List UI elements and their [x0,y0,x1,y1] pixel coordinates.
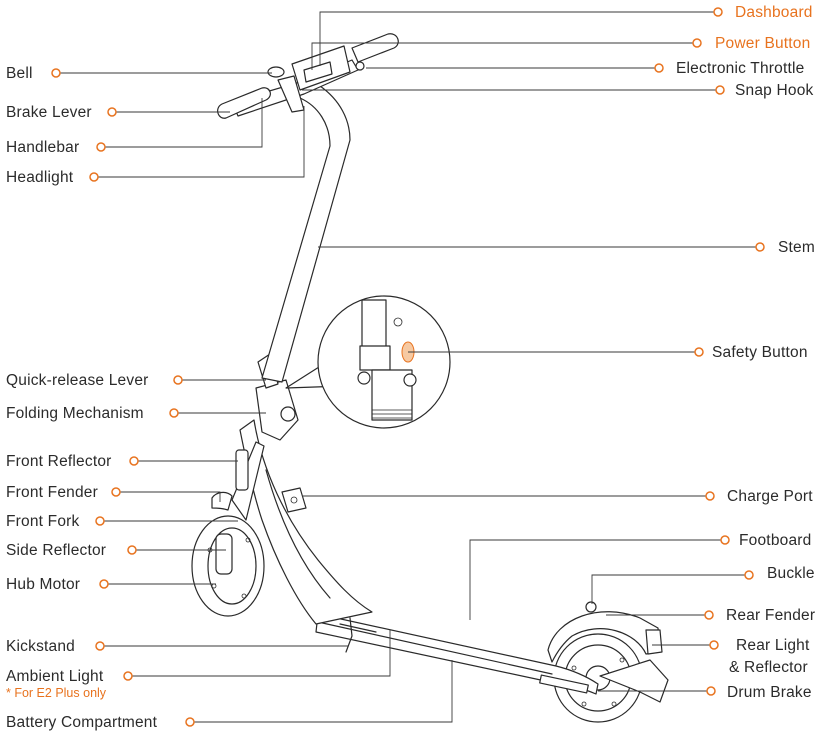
label-brake-lever: Brake Lever [6,104,92,121]
left-labels: Bell Brake Lever Handlebar Headlight Qui… [6,65,158,731]
safety-button-inset [285,295,451,429]
label-front-fork: Front Fork [6,513,80,530]
label-stem: Stem [778,239,815,256]
label-snap-hook: Snap Hook [735,82,814,99]
label-rear-fender: Rear Fender [726,607,815,624]
label-rear-light-line1: Rear Light [736,637,810,654]
label-headlight: Headlight [6,169,74,186]
label-hub-motor: Hub Motor [6,576,80,593]
right-labels: Dashboard Power Button Electronic Thrott… [676,4,815,701]
label-kickstand: Kickstand [6,638,75,655]
front-fender-shape [211,491,233,511]
label-front-fender: Front Fender [6,484,98,501]
label-charge-port: Charge Port [727,488,813,505]
leader-lines [56,11,760,723]
right-grip [351,33,399,63]
label-handlebar: Handlebar [6,139,79,156]
kickstand-shape [345,617,353,653]
label-dashboard: Dashboard [735,4,813,21]
label-power-button: Power Button [715,35,810,52]
buckle-shape [585,601,597,613]
dashboard-shape [291,45,351,91]
callout-dots [51,7,765,727]
label-drum-brake: Drum Brake [727,684,812,701]
label-rear-light-line2: & Reflector [729,659,808,676]
label-side-reflector: Side Reflector [6,542,106,559]
label-electronic-throttle: Electronic Throttle [676,60,804,77]
rear-fender-shape [547,611,661,663]
label-buckle: Buckle [767,565,815,582]
label-ambient-light: Ambient Light [6,668,104,685]
left-grip [217,87,271,119]
power-button-shape [355,61,365,71]
stem-shape [261,85,351,383]
battery-seam [339,623,377,633]
label-bell: Bell [6,65,33,82]
front-wheel [191,515,265,617]
label-footboard: Footboard [739,532,811,549]
label-folding-mechanism: Folding Mechanism [6,405,144,422]
rear-light-shape [645,629,663,655]
label-battery-compartment: Battery Compartment [6,714,158,731]
label-safety-button: Safety Button [712,344,808,361]
label-quick-release-lever: Quick-release Lever [6,372,149,389]
label-ambient-light-note: * For E2 Plus only [6,686,107,700]
bell-shape [267,66,285,78]
front-reflector-shape [235,449,249,491]
label-front-reflector: Front Reflector [6,453,112,470]
scooter-illustration [191,33,669,723]
charge-port-shape [281,487,307,513]
